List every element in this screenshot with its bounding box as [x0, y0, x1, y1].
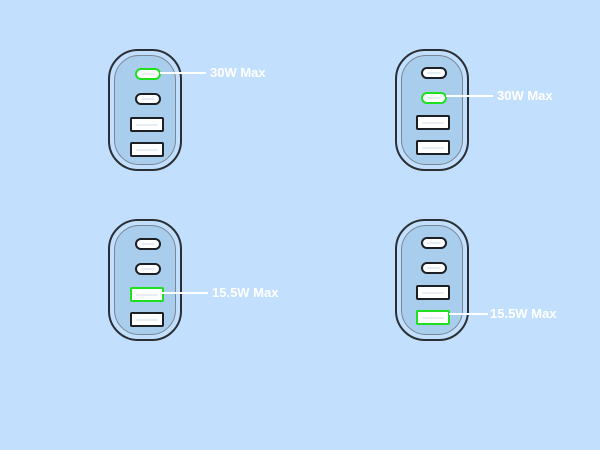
charger-2: [395, 49, 469, 171]
charger-2-usb-c-port-2: [421, 92, 447, 104]
charger-3-usb-c-port-2: [135, 263, 161, 275]
charger-1: [108, 49, 182, 171]
charger-2-usb-a-port-2: [416, 140, 450, 155]
charger-3: [108, 219, 182, 341]
charger-4-usb-c-port-1: [421, 237, 447, 249]
charger-4: [395, 219, 469, 341]
charger-3-leader-line: [162, 292, 208, 294]
charger-4-usb-c-port-2: [421, 262, 447, 274]
charger-4-usb-a-port-1: [416, 285, 450, 300]
charger-3-callout: 15.5W Max: [212, 285, 279, 300]
charger-1-usb-c-port-2: [135, 93, 161, 105]
charger-4-usb-a-port-2: [416, 310, 450, 325]
charger-1-usb-c-port-1: [135, 68, 161, 80]
charger-3-usb-a-port-2: [130, 312, 164, 327]
charger-2-usb-a-port-1: [416, 115, 450, 130]
charger-1-callout: 30W Max: [210, 65, 266, 80]
charger-1-usb-a-port-1: [130, 117, 164, 132]
charger-3-usb-c-port-1: [135, 238, 161, 250]
charger-2-callout: 30W Max: [497, 88, 553, 103]
charger-2-leader-line: [446, 95, 493, 97]
charger-4-callout: 15.5W Max: [490, 306, 557, 321]
charger-4-leader-line: [449, 313, 488, 315]
charger-1-leader-line: [160, 72, 206, 74]
charger-3-usb-a-port-1: [130, 287, 164, 302]
charger-2-usb-c-port-1: [421, 67, 447, 79]
charger-1-usb-a-port-2: [130, 142, 164, 157]
